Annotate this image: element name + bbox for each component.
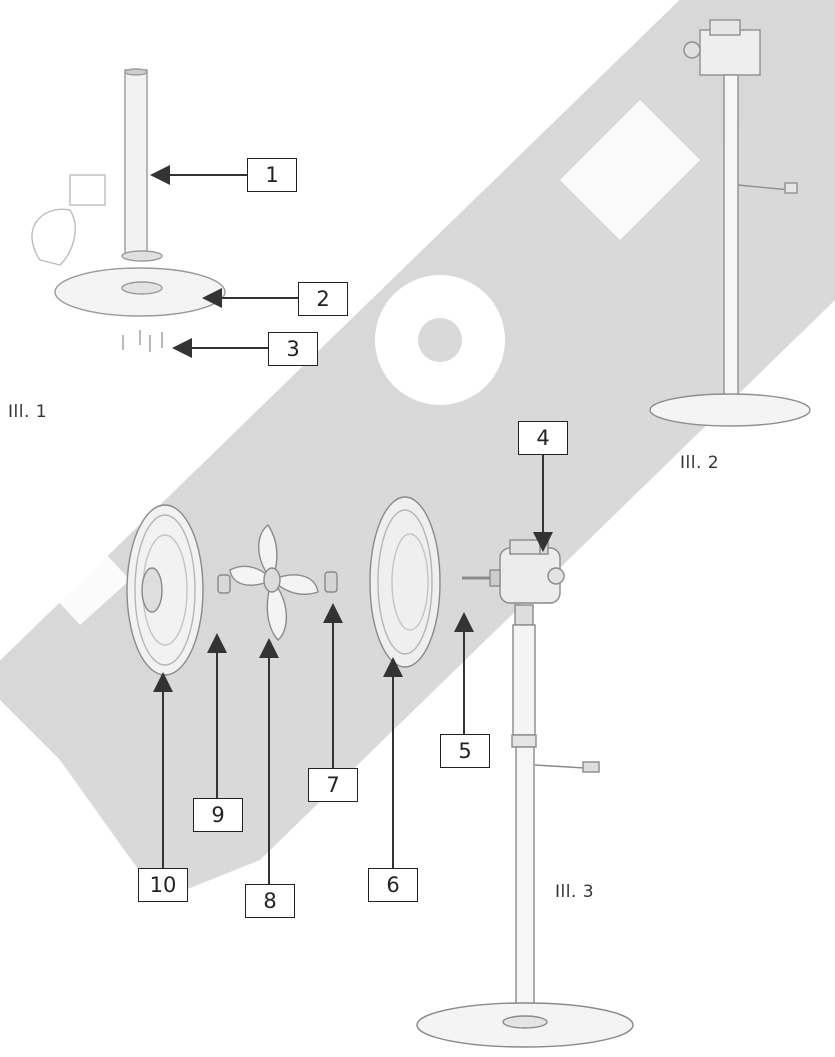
callout-10: 10 [138,868,188,902]
caption-ill1: Ill. 1 [8,402,48,422]
fan-blade [229,523,319,641]
ill3-drawing [126,496,634,1048]
callout-2: 2 [298,282,348,316]
callout-arrows [150,165,553,885]
caption-ill2: Ill. 2 [680,453,720,473]
callout-1: 1 [247,158,297,192]
callout-7: 7 [308,768,358,802]
callout-3: 3 [268,332,318,366]
ill2-drawing [649,19,811,427]
watermark-letters [20,100,700,625]
callout-9: 9 [193,798,243,832]
callout-5: 5 [440,734,490,768]
caption-ill3: Ill. 3 [555,882,595,902]
callout-6: 6 [368,868,418,902]
ill1-drawing [31,68,226,352]
callout-4: 4 [518,421,568,455]
callout-8: 8 [245,884,295,918]
